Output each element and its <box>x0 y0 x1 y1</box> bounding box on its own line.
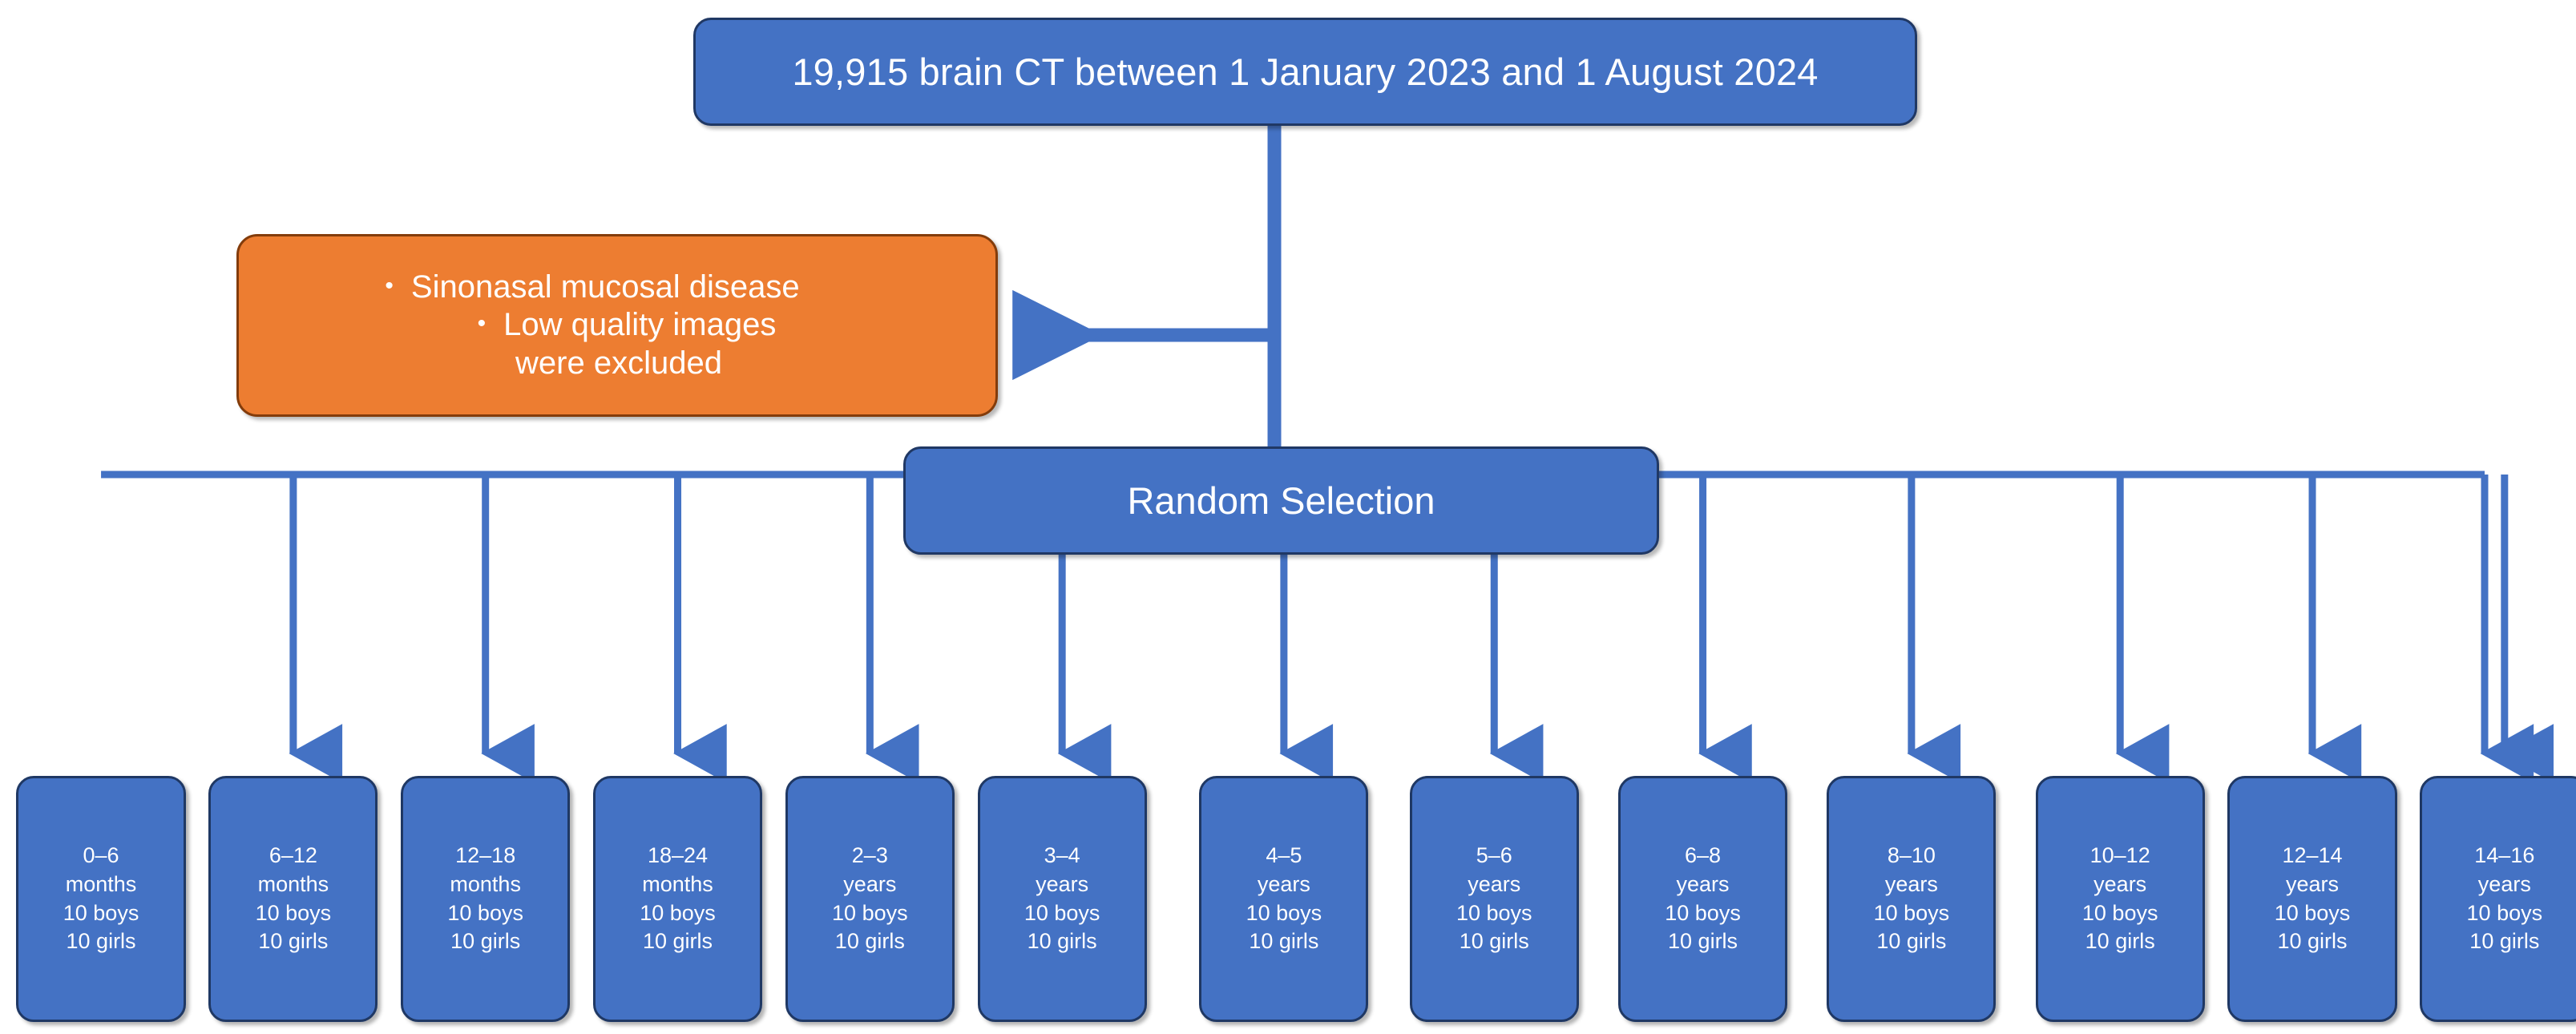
age-group-boys: 10 boys <box>255 900 332 925</box>
age-group-girls: 10 girls <box>642 929 713 954</box>
age-group-girls: 10 girls <box>834 929 905 954</box>
age-group-boys: 10 boys <box>640 900 716 925</box>
age-group-box-8: 5–6 years 10 boys 10 girls <box>1409 776 1579 1022</box>
exclusion-criteria-list: • Sinonasal mucosal disease • Low quality … <box>239 269 995 382</box>
age-group-boys: 10 boys <box>1024 900 1100 925</box>
age-group-range: 8–10 <box>1887 843 1936 868</box>
age-group-boys: 10 boys <box>447 900 523 925</box>
age-group-range: 4–5 <box>1266 843 1302 868</box>
age-group-girls: 10 girls <box>1668 929 1738 954</box>
age-group-box-7: 4–5 years 10 boys 10 girls <box>1199 776 1369 1022</box>
age-group-range: 2–3 <box>851 843 888 868</box>
age-group-range: 6–8 <box>1685 843 1722 868</box>
age-group-range: 12–18 <box>455 843 516 868</box>
age-group-box-5: 2–3 years 10 boys 10 girls <box>785 776 955 1022</box>
age-group-unit: years <box>1036 871 1089 896</box>
age-group-range: 0–6 <box>83 843 119 868</box>
age-group-box-10: 8–10 years 10 boys 10 girls <box>1827 776 1997 1022</box>
age-group-girls: 10 girls <box>2085 929 2155 954</box>
age-group-box-1: 0–6 months 10 boys 10 girls <box>16 776 186 1022</box>
age-group-range: 5–6 <box>1476 843 1512 868</box>
age-group-boys: 10 boys <box>2274 900 2351 925</box>
age-group-box-2: 6–12 months 10 boys 10 girls <box>208 776 378 1022</box>
age-group-boys: 10 boys <box>1665 900 1741 925</box>
random-selection-box: Random Selection <box>903 446 1659 555</box>
age-group-boys: 10 boys <box>1873 900 1950 925</box>
source-population-label: 19,915 brain CT between 1 January 2023 a… <box>792 50 1819 93</box>
exclusion-item-2-label: Low quality images <box>503 307 777 343</box>
age-group-girls: 10 girls <box>1027 929 1097 954</box>
age-group-unit: years <box>2094 871 2147 896</box>
age-group-range: 10–12 <box>2089 843 2150 868</box>
exclusion-criteria-box: • Sinonasal mucosal disease • Low quality … <box>236 234 998 417</box>
age-group-unit: years <box>843 871 897 896</box>
age-group-unit: years <box>1884 871 1938 896</box>
age-group-girls: 10 girls <box>66 929 136 954</box>
age-group-girls: 10 girls <box>2277 929 2348 954</box>
age-group-unit: months <box>450 871 521 896</box>
age-group-range: 18–24 <box>647 843 709 868</box>
age-group-unit: years <box>1468 871 1521 896</box>
age-group-girls: 10 girls <box>1249 929 1319 954</box>
age-group-box-6: 3–4 years 10 boys 10 girls <box>977 776 1147 1022</box>
age-group-box-12: 12–14 years 10 boys 10 girls <box>2227 776 2397 1022</box>
age-group-box-3: 12–18 months 10 boys 10 girls <box>401 776 571 1022</box>
exclusion-item-1-label: Sinonasal mucosal disease <box>410 269 800 305</box>
source-population-box: 19,915 brain CT between 1 January 2023 a… <box>693 18 1917 126</box>
age-group-unit: years <box>1257 871 1310 896</box>
age-group-girls: 10 girls <box>258 929 329 954</box>
age-group-boys: 10 boys <box>1456 900 1532 925</box>
age-group-girls: 10 girls <box>2469 929 2540 954</box>
age-group-girls: 10 girls <box>1459 929 1529 954</box>
age-group-box-11: 10–12 years 10 boys 10 girls <box>2035 776 2205 1022</box>
bullet-icon: • <box>477 310 487 337</box>
age-group-boys: 10 boys <box>63 900 139 925</box>
age-group-boys: 10 boys <box>832 900 908 925</box>
random-selection-label: Random Selection <box>1127 479 1435 522</box>
age-group-unit: years <box>2477 871 2531 896</box>
age-group-boys: 10 boys <box>2081 900 2158 925</box>
age-group-unit: years <box>1676 871 1730 896</box>
age-group-boys: 10 boys <box>1246 900 1322 925</box>
age-group-unit: months <box>65 871 137 896</box>
age-group-unit: months <box>642 871 713 896</box>
age-group-box-13: 14–16 years 10 boys 10 girls <box>2420 776 2576 1022</box>
age-group-girls: 10 girls <box>450 929 521 954</box>
age-group-unit: years <box>2285 871 2340 896</box>
exclusion-item-1: • Sinonasal mucosal disease <box>200 269 984 306</box>
age-group-girls: 10 girls <box>1876 929 1947 954</box>
age-group-range: 6–12 <box>269 843 317 868</box>
age-group-range: 3–4 <box>1044 843 1080 868</box>
age-group-range: 14–16 <box>2474 843 2535 868</box>
age-group-box-9: 6–8 years 10 boys 10 girls <box>1617 776 1788 1022</box>
age-group-boys: 10 boys <box>2466 900 2543 925</box>
age-group-unit: months <box>257 871 329 896</box>
age-group-box-4: 18–24 months 10 boys 10 girls <box>592 776 763 1022</box>
exclusion-item-2: • Low quality images <box>269 306 984 344</box>
age-group-range: 12–14 <box>2282 843 2343 868</box>
exclusion-footer: were excluded <box>515 345 722 381</box>
bullet-icon: • <box>385 273 394 300</box>
